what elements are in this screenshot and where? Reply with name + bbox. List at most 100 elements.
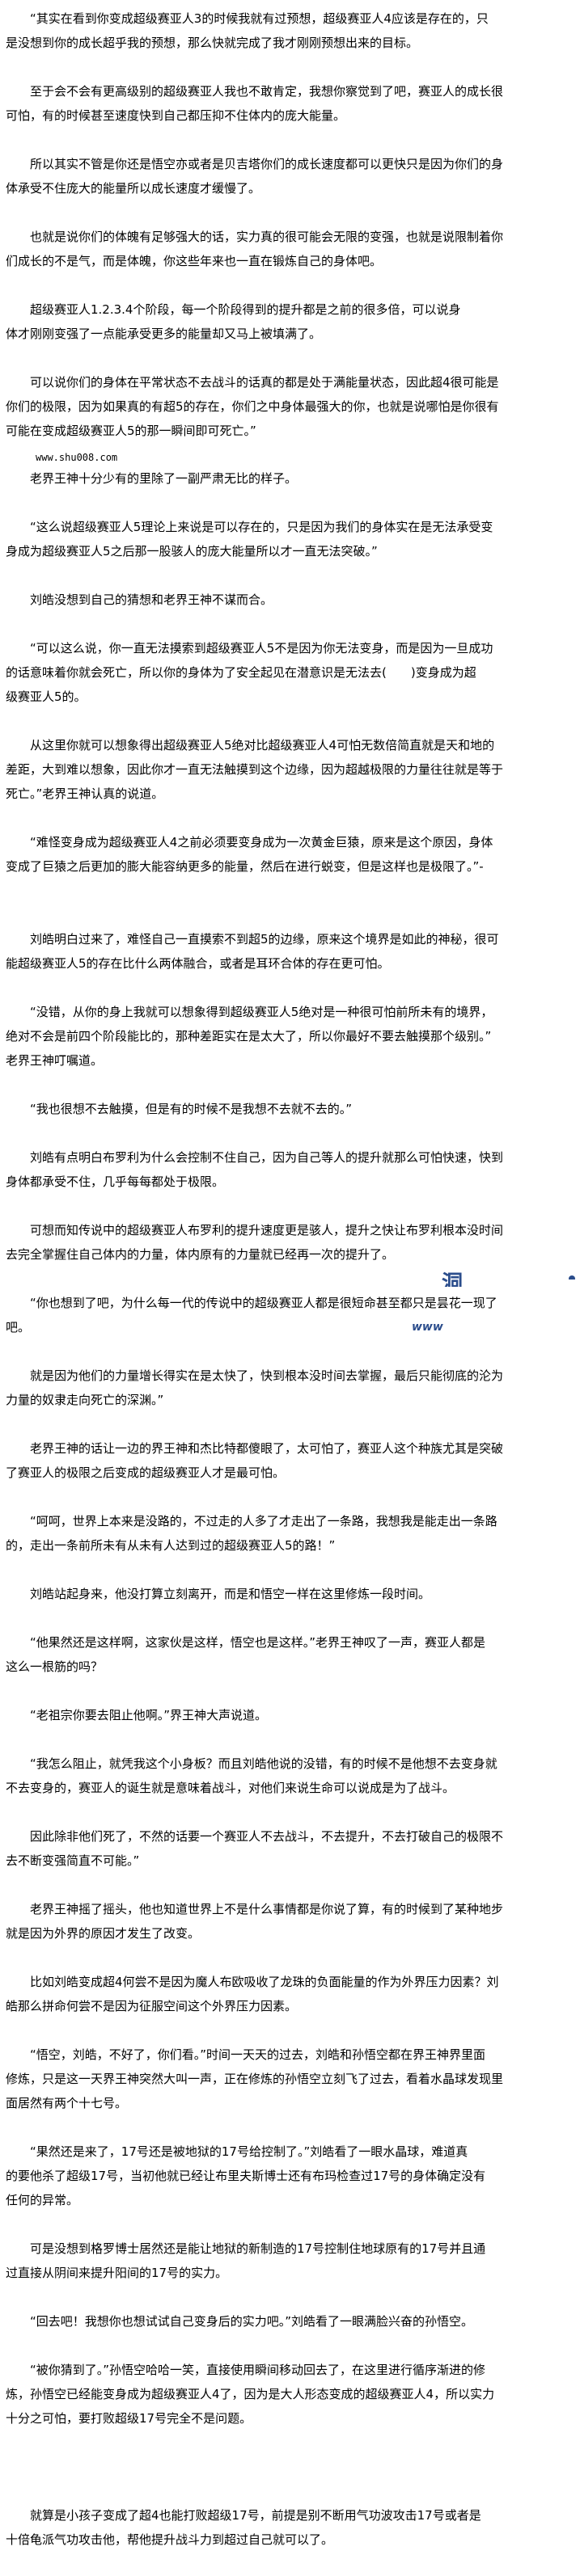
text-line: 绝对不会是前四个阶段能比的，那种差距实在是太大了，所以你最好不要去触摸那个级别。… (6, 1029, 492, 1043)
text-line: 变成了巨猿之后更加的膨大能容纳更多的能量，然后在进行蜕变，但是这样也是极限了。”… (6, 859, 484, 874)
watermark-edge-mark (569, 1275, 575, 1280)
paragraph: 刘皓有点明白布罗利为什么会控制不住自己，因为自己等人的提升就那么可怕快速，快到身… (0, 1145, 580, 1194)
paragraph: 从这里你就可以想象得出超级赛亚人5绝对比超级赛亚人4可怕无数倍简直就是天和地的差… (0, 733, 580, 806)
text-line: 老界王神摇了摇头，他也知道世界上不是什么事情都是你说了算，有的时候到了某种地步 (30, 1902, 504, 1916)
paragraph: 刘皓站起身来，他没打算立刻离开，而是和悟空一样在这里修炼一段时间。 (0, 1582, 580, 1606)
text-line: 可是没想到格罗博士居然还是能让地狱的新制造的17号控制住地球原有的17号并且通 (30, 2241, 486, 2256)
text-line: 炼，孙悟空已经能变身成为超级赛亚人4了，因为是大人形态变成的超级赛亚人4，所以实… (6, 2387, 495, 2401)
text-line: 皓那么拼命何尝不是因为征服空间这个外界压力因素。 (6, 1999, 298, 2013)
text-line: 的要他杀了超级17号，当初他就已经让布里夫斯博士还有布玛检查过17号的身体确定没… (6, 2169, 486, 2183)
text-line: “你也想到了吧，为什么每一代的传说中的超级赛亚人都是很短命甚至都只是昙花一现了 (30, 1296, 497, 1310)
paragraph: 可想而知传说中的超级赛亚人布罗利的提升速度更是骇人，提升之快让布罗利根本没时间去… (0, 1218, 580, 1267)
text-line: 老界王神叮嘱道。 (6, 1053, 104, 1068)
text-line: 去不断变强简直不可能。” (6, 1853, 140, 1868)
paragraph: 老界王神摇了摇头，他也知道世界上不是什么事情都是你说了算，有的时候到了某种地步就… (0, 1897, 580, 1946)
paragraph: 比如刘皓变成超4何尝不是因为魔人布欧吸收了龙珠的负面能量的作为外界压力因素？刘皓… (0, 1970, 580, 2018)
text-line: 可能在变成超级赛亚人5的那一瞬间即可死亡。” (6, 424, 256, 438)
text-line: 所以其实不管是你还是悟空亦或者是贝吉塔你们的成长速度都可以更快只是因为你们的身 (30, 157, 504, 171)
text-line: “可以这么说，你一直无法摸索到超级赛亚人5不是因为你无法变身，而是因为一旦成功 (30, 641, 493, 656)
paragraph: “我怎么阻止，就凭我这个小身板？而且刘皓他说的没错，有的时候不是他想不去变身就不… (0, 1752, 580, 1800)
paragraph: “老祖宗你要去阻止他啊。”界王神大声说道。 (0, 1703, 580, 1727)
paragraph: 超级赛亚人1.2.3.4个阶段，每一个阶段得到的提升都是之前的很多倍，可以说身体… (0, 297, 580, 346)
paragraph: “回去吧！我想你也想试试自己变身后的实力吧。”刘皓看了一眼满脸兴奋的孙悟空。 (0, 2309, 580, 2334)
text-line: “难怪变身成为超级赛亚人4之前必须要变身成为一次黄金巨猿，原来是这个原因，身体 (30, 835, 493, 850)
text-line: 从这里你就可以想象得出超级赛亚人5绝对比超级赛亚人4可怕无数倍简直就是天和地的 (30, 738, 495, 753)
text-line: 任何的异常。 (6, 2193, 79, 2207)
text-line: “老祖宗你要去阻止他啊。”界王神大声说道。 (30, 1708, 268, 1722)
text-line: 刘皓明白过来了，难怪自己一直摸索不到超5的边缘，原来这个境界是如此的神秘，很可 (30, 932, 499, 947)
text-line: 体才刚刚变强了一点能承受更多的能量却又马上被填满了。 (6, 327, 322, 341)
watermark-www-overlay: www (412, 1321, 443, 1334)
paragraph: 也就是说你们的体魄有足够强大的话，实力真的很可能会无限的变强，也就是说限制着你们… (0, 225, 580, 273)
text-line: 不去变身的，赛亚人的诞生就是意味着战斗，对他们来说生命可以说成是为了战斗。 (6, 1781, 455, 1795)
text-line: 刘皓有点明白布罗利为什么会控制不住自己，因为自己等人的提升就那么可怕快速，快到 (30, 1150, 504, 1165)
paragraph: 所以其实不管是你还是悟空亦或者是贝吉塔你们的成长速度都可以更快只是因为你们的身体… (0, 152, 580, 200)
text-line: 了赛亚人的极限之后变成的超级赛亚人才是最可怕。 (6, 1465, 286, 1480)
paragraph: 可以说你们的身体在平常状态不去战斗的话真的都是处于满能量状态，因此超4很可能是你… (0, 370, 580, 443)
text-line: “回去吧！我想你也想试试自己变身后的实力吧。”刘皓看了一眼满脸兴奋的孙悟空。 (30, 2314, 474, 2329)
paragraph: 可是没想到格罗博士居然还是能让地狱的新制造的17号控制住地球原有的17号并且通过… (0, 2237, 580, 2285)
text-line: 能超级赛亚人5的存在比什么两体融合，或者是耳环合体的存在更可怕。 (6, 956, 390, 971)
paragraph: “你也想到了吧，为什么每一代的传说中的超级赛亚人都是很短命甚至都只是昙花一现了吧… (0, 1291, 580, 1339)
text-line: 也就是说你们的体魄有足够强大的话，实力真的很可能会无限的变强，也就是说限制着你 (30, 230, 504, 244)
text-line: 十分之可怕，要打败超级17号完全不是问题。 (6, 2411, 252, 2426)
paragraph: “被你猜到了。”孙悟空哈哈一笑，直接使用瞬间移动回去了，在这里进行循序渐进的修炼… (0, 2358, 580, 2431)
text-line: 十倍龟派气功攻击他，帮他提升战斗力到超过自己就可以了。 (6, 2532, 334, 2547)
text-line: 就算是小孩子变成了超4也能打败超级17号，前提是别不断用气功波攻击17号或者是 (30, 2508, 481, 2523)
text-line: 这么一根筋的吗？ (6, 1659, 104, 1674)
text-line: “这么说超级赛亚人5理论上来说是可以存在的，只是因为我们的身体实在是无法承受变 (30, 520, 493, 534)
paragraph: 刘皓明白过来了，难怪自己一直摸索不到超5的边缘，原来这个境界是如此的神秘，很可能… (0, 927, 580, 976)
text-line: 老界王神的话让一边的界王神和杰比特都傻眼了，太可怕了，赛亚人这个种族尤其是突破 (30, 1441, 504, 1456)
text-line: 是没想到你的成长超乎我的预想，那么快就完成了我才刚刚预想出来的目标。 (6, 36, 419, 50)
text-line: 身成为超级赛亚人5之后那一股骇人的庞大能量所以才一直无法突破。” (6, 544, 378, 559)
paragraph: 刘皓没想到自己的猜想和老界王神不谋而合。 (0, 588, 580, 612)
paragraph: 就是因为他们的力量增长得实在是太快了，快到根本没时间去掌握，最后只能彻底的沦为力… (0, 1364, 580, 1412)
paragraph: “我也很想不去触摸，但是有的时候不是我想不去就不去的。” (0, 1097, 580, 1121)
watermark-logo-fragment: 洞 (442, 1271, 490, 1287)
text-line: 级赛亚人5的。 (6, 689, 87, 704)
text-line: “我也很想不去触摸，但是有的时候不是我想不去就不去的。” (30, 1102, 353, 1116)
text-line: 可怕，有的时候甚至速度快到自己都压抑不住体内的庞大能量。 (6, 108, 346, 123)
text-line: “他果然还是这样啊，这家伙是这样，悟空也是这样。”老界王神叹了一声，赛亚人都是 (30, 1635, 486, 1650)
text-line: 老界王神十分少有的里除了一副严肃无比的样子。 (30, 471, 298, 486)
watermark-dot-icon (569, 1275, 575, 1280)
text-line: 刘皓站起身来，他没打算立刻离开，而是和悟空一样在这里修炼一段时间。 (30, 1587, 431, 1601)
text-line: 超级赛亚人1.2.3.4个阶段，每一个阶段得到的提升都是之前的很多倍，可以说身 (30, 302, 461, 317)
text-line: 吧。 (6, 1320, 31, 1334)
text-line: 差距，大到难以想象，因此你才一直无法触摸到这个边缘，因为超越极限的力量往往就是等… (6, 762, 504, 777)
paragraph: 就算是小孩子变成了超4也能打败超级17号，前提是别不断用气功波攻击17号或者是十… (0, 2503, 580, 2552)
paragraph: 因此除非他们死了，不然的话要一个赛亚人不去战斗，不去提升，不去打破自己的极限不去… (0, 1824, 580, 1873)
text-line: 身体都承受不住，几乎每每都处于极限。 (6, 1174, 225, 1189)
text-line: “我怎么阻止，就凭我这个小身板？而且刘皓他说的没错，有的时候不是他想不去变身就 (30, 1756, 497, 1771)
text-line: 至于会不会有更高级别的超级赛亚人我也不敢肯定，我想你察觉到了吧，赛亚人的成长很 (30, 84, 504, 99)
text-line: “悟空，刘皓，不好了，你们看。”时间一天天的过去，刘皓和孙悟空都在界王神界里面 (30, 2047, 486, 2062)
text-line: 就是因为他们的力量增长得实在是太快了，快到根本没时间去掌握，最后只能彻底的沦为 (30, 1368, 504, 1383)
text-line: 的，走出一条前所未有从未有人达到过的超级赛亚人5的路！” (6, 1538, 336, 1553)
text-line: 力量的奴隶走向死亡的深渊。” (6, 1393, 164, 1407)
text-line: “其实在看到你变成超级赛亚人3的时候我就有过预想，超级赛亚人4应该是存在的，只 (30, 11, 489, 26)
text-line: 你们的极限，因为如果真的有超5的存在，你们之中身体最强大的你，也就是说哪怕是你很… (6, 399, 499, 414)
text-line: 因此除非他们死了，不然的话要一个赛亚人不去战斗，不去提升，不去打破自己的极限不 (30, 1829, 504, 1844)
text-line: 比如刘皓变成超4何尝不是因为魔人布欧吸收了龙珠的负面能量的作为外界压力因素？刘 (30, 1975, 499, 1989)
text-line: “呵呵，世界上本来是没路的，不过走的人多了才走出了一条路，我想我是能走出一条路 (30, 1514, 497, 1528)
text-line: 就是因为外界的原因才发生了改变。 (6, 1926, 201, 1941)
paragraph: “果然还是来了，17号还是被地狱的17号给控制了。”刘皓看了一眼水晶球，难道真的… (0, 2140, 580, 2212)
paragraph: “他果然还是这样啊，这家伙是这样，悟空也是这样。”老界王神叹了一声，赛亚人都是这… (0, 1630, 580, 1679)
text-line: 体承受不住庞大的能量所以成长速度才缓慢了。 (6, 181, 261, 196)
text-line: 的话意味着你就会死亡，所以你的身体为了安全起见在潜意识是无法去( )变身成为超 (6, 665, 476, 680)
paragraph: “难怪变身成为超级赛亚人4之前必须要变身成为一次黄金巨猿，原来是这个原因，身体变… (0, 830, 580, 879)
text-line: 去完全掌握住自己体内的力量，体内原有的力量就已经再一次的提升了。 (6, 1247, 395, 1262)
paragraph: “呵呵，世界上本来是没路的，不过走的人多了才走出了一条路，我想我是能走出一条路的… (0, 1509, 580, 1558)
text-line: 可想而知传说中的超级赛亚人布罗利的提升速度更是骇人，提升之快让布罗利根本没时间 (30, 1223, 504, 1237)
article-body: “其实在看到你变成超级赛亚人3的时候我就有过预想，超级赛亚人4应该是存在的，只是… (0, 6, 580, 2576)
paragraph: 至于会不会有更高级别的超级赛亚人我也不敢肯定，我想你察觉到了吧，赛亚人的成长很可… (0, 79, 580, 128)
paragraph: “没错，从你的身上我就可以想象得到超级赛亚人5绝对是一种很可怕前所未有的境界， 绝… (0, 1000, 580, 1073)
text-line: 过直接从阴间来提升阳间的17号的实力。 (6, 2266, 228, 2280)
text-line: 修炼，只是这一天界王神突然大叫一声，正在修炼的孙悟空立刻飞了过去，看着水晶球发现… (6, 2072, 504, 2086)
text-line: “没错，从你的身上我就可以想象得到超级赛亚人5绝对是一种很可怕前所未有的境界， (30, 1005, 493, 1019)
text-line: 刘皓没想到自己的猜想和老界王神不谋而合。 (30, 592, 273, 607)
paragraph: “这么说超级赛亚人5理论上来说是可以存在的，只是因为我们的身体实在是无法承受变身… (0, 515, 580, 563)
site-watermark-text: www.shu008.com (36, 452, 118, 463)
text-line: 死亡。”老界王神认真的说道。 (6, 786, 164, 801)
watermark-logo-text: 洞 (442, 1271, 464, 1287)
